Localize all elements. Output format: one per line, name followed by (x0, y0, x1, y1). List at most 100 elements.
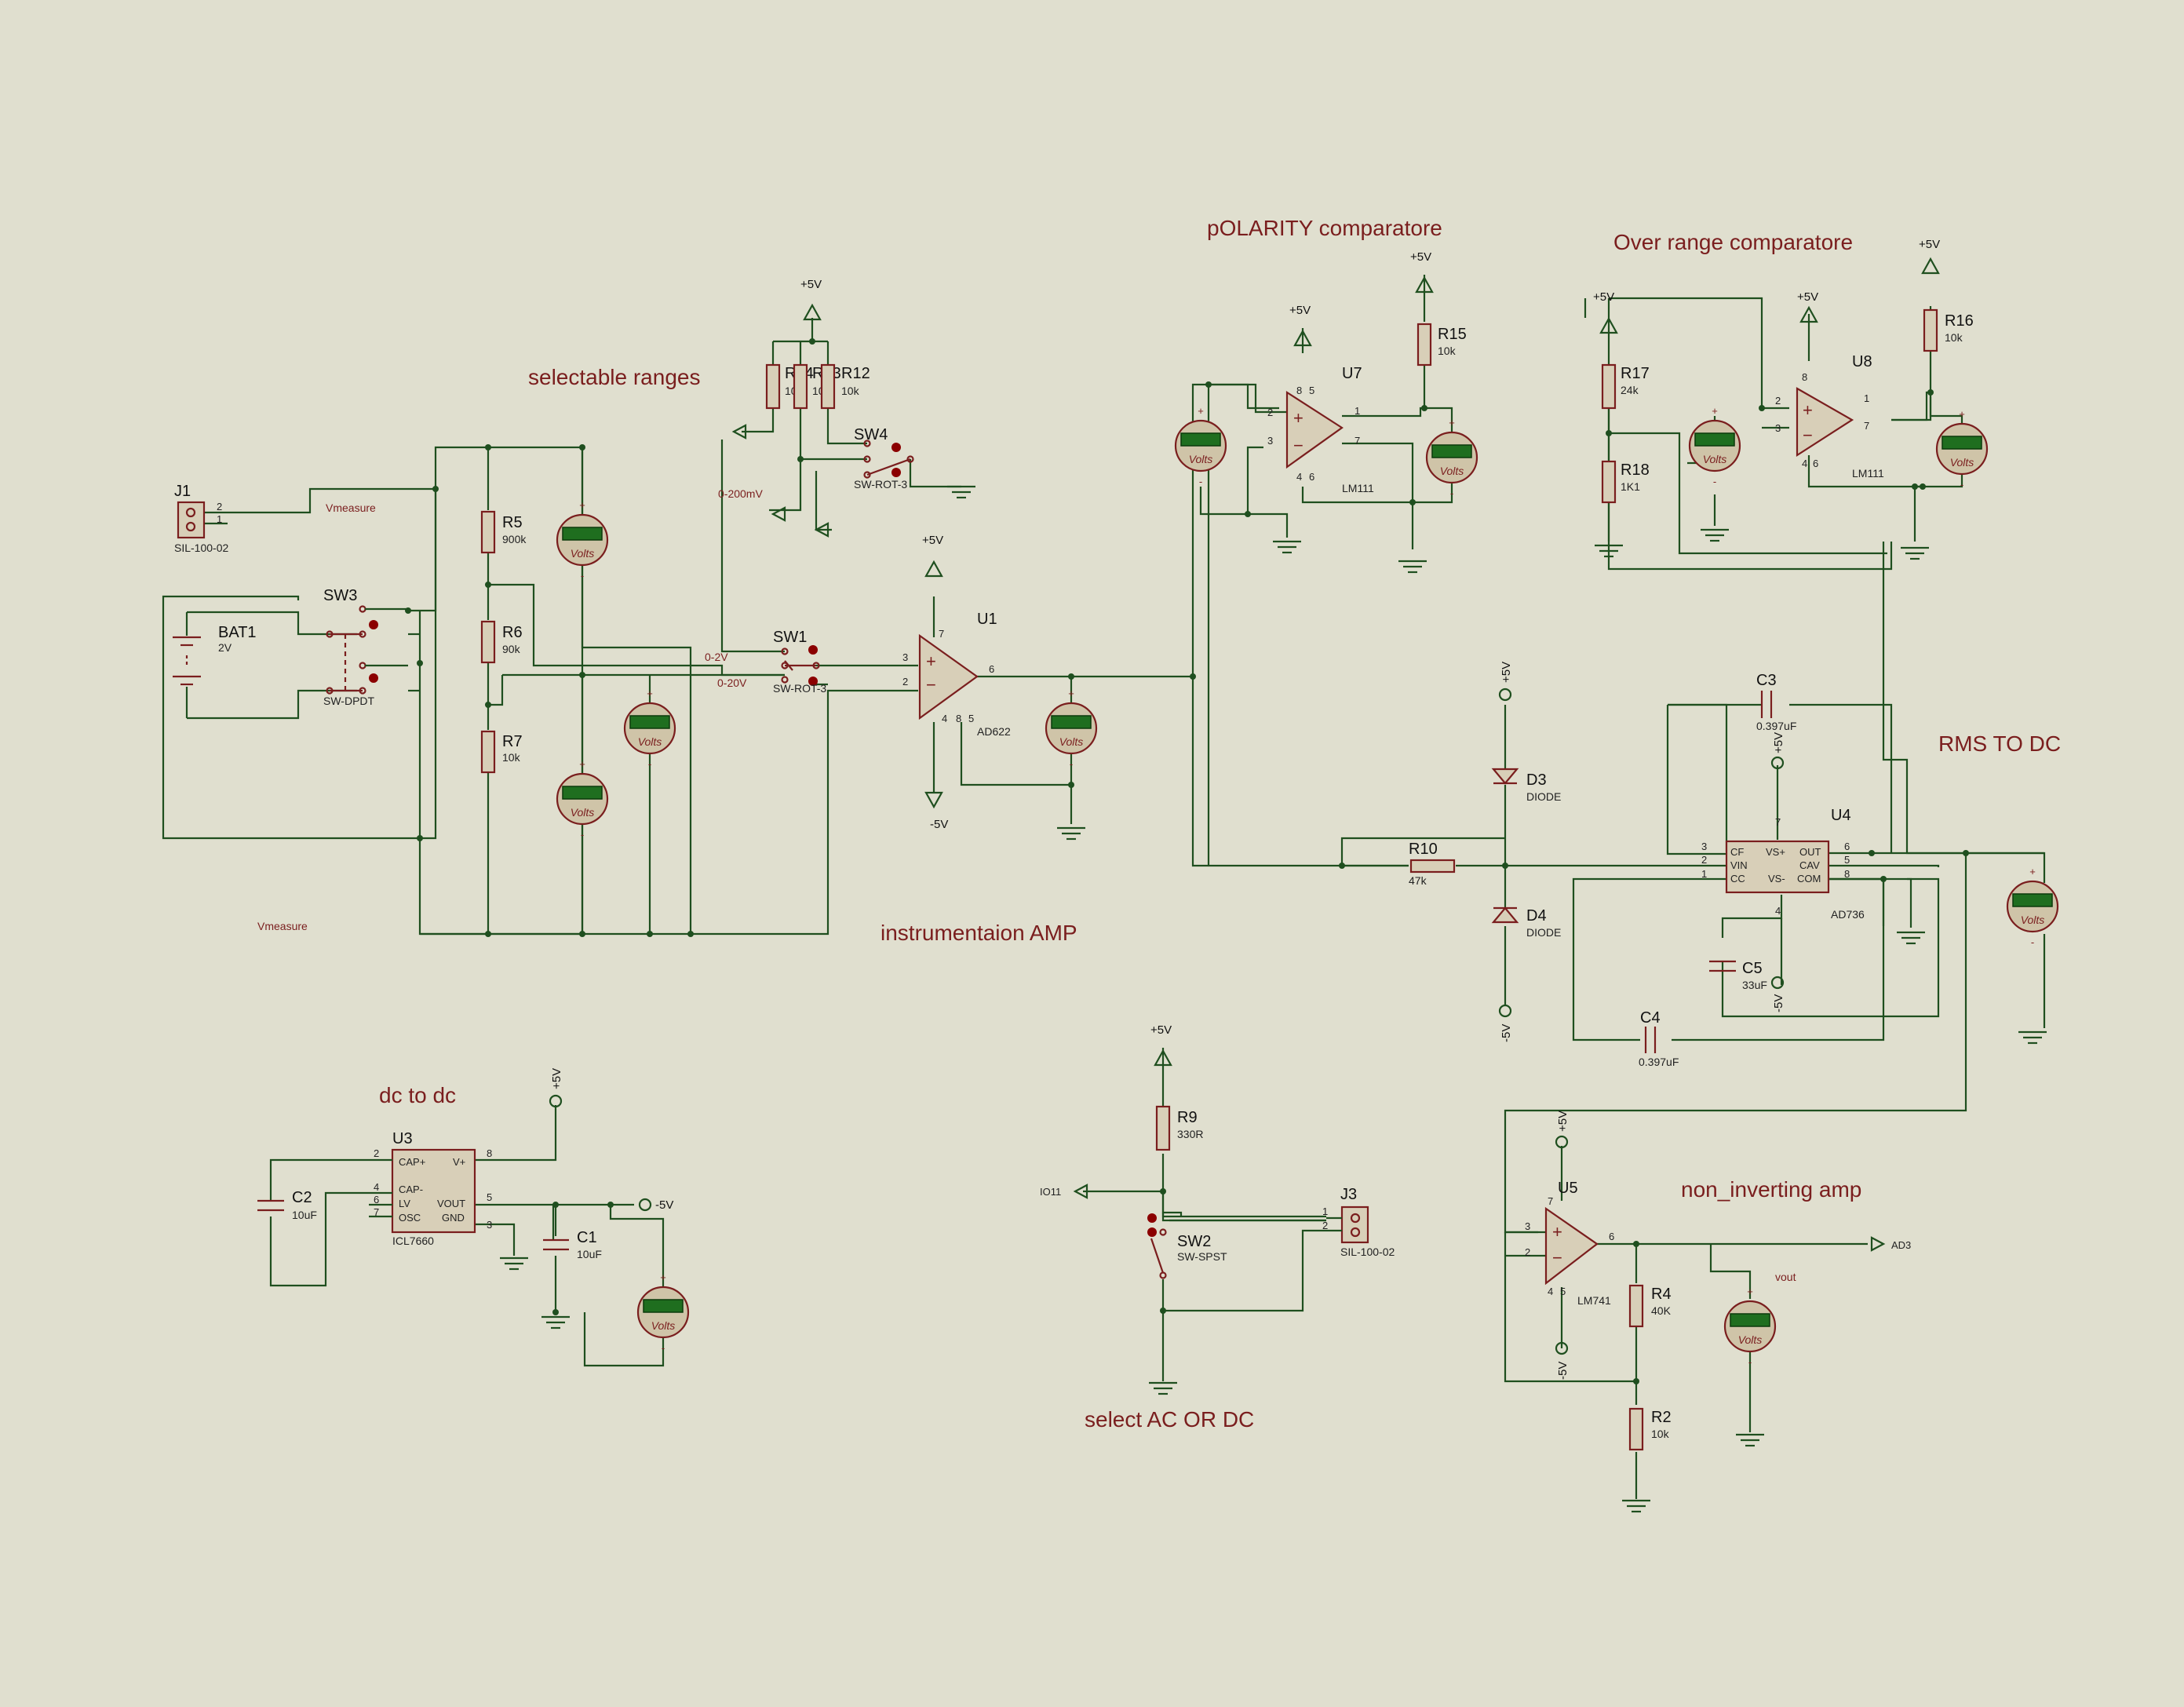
svg-text:8: 8 (956, 713, 961, 724)
capacitor-c2[interactable]: C2 10uF (257, 1189, 317, 1221)
diode-d3[interactable]: D3 DIODE (1491, 768, 1561, 803)
value-u5: LM741 (1577, 1294, 1611, 1307)
opamp-u1[interactable]: + − 3 2 6 7 4 8 5 U1 AD622 (902, 611, 1011, 738)
ref-sw2: SW2 (1177, 1233, 1211, 1250)
ref-u8: U8 (1852, 353, 1872, 370)
value-r12: 10k (841, 385, 860, 397)
value-r9: 330R (1177, 1128, 1203, 1140)
opamp-u7[interactable]: + − 2 3 1 7 8 5 4 6 U7 LM111 (1267, 365, 1374, 494)
svg-text:4: 4 (942, 713, 947, 724)
value-r16: 10k (1945, 331, 1963, 344)
capacitor-c3[interactable]: C3 0.397uF (1756, 672, 1796, 732)
resistor-r18[interactable]: R18 1K1 (1601, 460, 1650, 504)
value-r7: 10k (502, 751, 521, 764)
svg-text:3: 3 (1267, 435, 1273, 447)
svg-text:+: + (1293, 408, 1303, 428)
resistor-r12[interactable]: R12 10k (820, 363, 870, 410)
svg-text:2: 2 (217, 501, 222, 512)
svg-text:−: − (1552, 1248, 1562, 1267)
svg-text:CAV: CAV (1799, 859, 1820, 871)
net-range-2v: 0-2V (705, 651, 728, 663)
ref-r15: R15 (1438, 326, 1467, 343)
resistor-r9[interactable]: R9 330R (1155, 1105, 1203, 1151)
title-selectable-ranges: selectable ranges (528, 365, 700, 389)
battery-bat1[interactable]: BAT1 2V (173, 612, 257, 718)
resistor-r16[interactable]: R16 10k (1923, 308, 1974, 352)
rail-label-pos: +5V (1289, 304, 1311, 317)
ic-u4[interactable]: CF VIN CC VS+ VS- OUT CAV COM 3 2 1 6 5 … (1701, 807, 1865, 921)
ground-icon (1271, 540, 1303, 554)
terminal-ring-icon (1498, 688, 1512, 702)
value-c2: 10uF (292, 1209, 317, 1221)
svg-text:1: 1 (1701, 868, 1707, 880)
value-sw3: SW-DPDT (323, 695, 375, 707)
switch-sw4[interactable]: SW4 SW-ROT-3 (854, 426, 914, 491)
opamp-u8[interactable]: + − 2 3 1 7 8 4 6 U8 LM111 (1775, 353, 1884, 480)
svg-text:VOUT: VOUT (437, 1198, 465, 1209)
svg-text:LV: LV (399, 1198, 410, 1209)
value-u7: LM111 (1342, 482, 1374, 494)
rail-label-neg: -5V (655, 1198, 673, 1212)
ref-r9: R9 (1177, 1109, 1198, 1126)
svg-text:−: − (1803, 425, 1813, 445)
resistor-r4[interactable]: R4 40K (1628, 1284, 1672, 1328)
svg-text:CAP+: CAP+ (399, 1156, 425, 1168)
resistor-r15[interactable]: R15 10k (1417, 323, 1467, 367)
value-r10: 47k (1409, 874, 1427, 887)
ref-d3: D3 (1526, 771, 1547, 789)
switch-state-icon (891, 468, 901, 477)
svg-text:1: 1 (217, 513, 222, 525)
capacitor-c4[interactable]: C4 0.397uF (1639, 1009, 1679, 1068)
value-j1: SIL-100-02 (174, 542, 228, 554)
resistor-r2[interactable]: R2 10k (1628, 1407, 1672, 1451)
switch-sw3[interactable]: SW3 SW-DPDT (323, 587, 408, 707)
diode-d4[interactable]: D4 DIODE (1491, 906, 1561, 939)
value-j3: SIL-100-02 (1340, 1246, 1395, 1258)
opamp-u5[interactable]: + − 3 2 6 7 4 5 U5 LM741 (1525, 1180, 1614, 1307)
svg-text:+: + (1552, 1222, 1562, 1242)
switch-sw2[interactable]: SW2 SW-SPST (1147, 1213, 1227, 1279)
rail-label-pos: +5V (1772, 732, 1785, 753)
resistor-r10[interactable]: R10 47k (1409, 841, 1456, 887)
svg-text:8: 8 (1844, 868, 1850, 880)
value-c3: 0.397uF (1756, 720, 1796, 732)
value-sw1: SW-ROT-3 (773, 682, 826, 695)
resistor-r5[interactable]: R5 900k (480, 510, 527, 554)
value-r4: 40K (1651, 1304, 1672, 1317)
ref-c4: C4 (1640, 1009, 1661, 1027)
ref-sw4: SW4 (854, 426, 888, 443)
svg-text:5: 5 (1309, 385, 1314, 396)
ground-icon (2017, 1030, 2048, 1045)
rail-label-pos: +5V (922, 534, 943, 547)
value-c4: 0.397uF (1639, 1056, 1679, 1068)
ground-icon (1397, 560, 1428, 574)
capacitor-c1[interactable]: C1 10uF (543, 1229, 602, 1260)
value-d3: DIODE (1526, 790, 1561, 803)
ref-r6: R6 (502, 624, 523, 641)
connector-j1[interactable]: 2 1 J1 SIL-100-02 (174, 483, 228, 554)
svg-text:2: 2 (1525, 1246, 1530, 1258)
rail-label-neg: -5V (1772, 994, 1785, 1012)
connector-j3[interactable]: 1 2 J3 SIL-100-02 (1322, 1186, 1395, 1258)
resistor-r7[interactable]: R7 10k (480, 730, 523, 774)
resistor-r6[interactable]: R6 90k (480, 620, 523, 664)
svg-text:8: 8 (1296, 385, 1302, 396)
net-range-20v: 0-20V (717, 677, 747, 689)
svg-text:+: + (926, 651, 936, 671)
ref-r10: R10 (1409, 841, 1438, 858)
terminal-arrow-icon (814, 522, 829, 538)
svg-text:2: 2 (1322, 1220, 1328, 1231)
resistor-r17[interactable]: R17 24k (1601, 363, 1650, 410)
svg-text:GND: GND (442, 1212, 465, 1224)
switch-state-icon (808, 645, 818, 655)
ref-j1: J1 (174, 483, 191, 500)
svg-text:1: 1 (1355, 405, 1360, 417)
terminal-arrow-icon (771, 506, 786, 522)
svg-text:6: 6 (1309, 471, 1314, 483)
ref-r5: R5 (502, 514, 523, 531)
ic-u3[interactable]: CAP+ CAP- LV OSC V+ VOUT GND 2 4 6 7 8 5… (369, 1130, 492, 1247)
switch-sw1[interactable]: SW1 SW-ROT-3 (773, 629, 826, 695)
capacitor-c5[interactable]: C5 33uF (1709, 960, 1767, 991)
ground-icon (1056, 826, 1087, 841)
voltmeter-icon (2006, 864, 2059, 950)
